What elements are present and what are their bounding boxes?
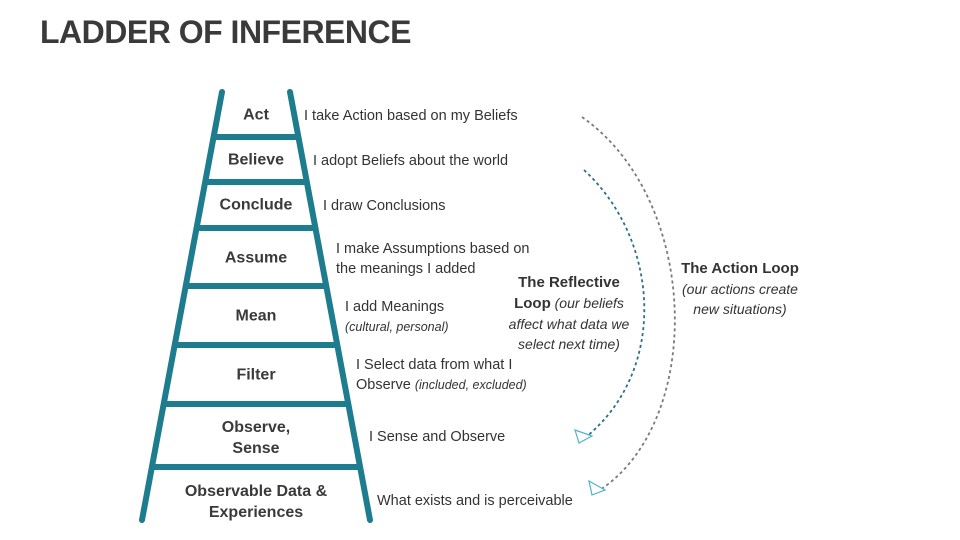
rung-desc-7: I Sense and Observe: [369, 427, 505, 447]
reflective-loop-title: The Reflective: [518, 274, 620, 291]
rung-desc-1: I take Action based on my Beliefs: [304, 106, 518, 126]
action-loop-arrow: [581, 116, 676, 491]
rung-desc-text: I make Assumptions based on the meanings…: [336, 241, 530, 277]
rung-desc-text: I adopt Beliefs about the world: [313, 153, 509, 169]
rung-desc-text: I draw Conclusions: [323, 198, 446, 214]
reflective-loop-arrow: [583, 169, 646, 438]
rung-desc-sub: (cultural, personal): [345, 320, 449, 334]
rung-label-7: Observe, Sense: [221, 419, 291, 457]
action-loop-text: The Action Loop (our actions create new …: [668, 258, 812, 319]
rung-desc-text: I Select data from what I Observe: [356, 357, 513, 393]
rung-label-8: Observable Data & Experiences: [184, 483, 328, 521]
rung-desc-4: I make Assumptions based on the meanings…: [336, 239, 529, 279]
rung-desc-8: What exists and is perceivable: [377, 491, 573, 511]
rung-label-2: Believe: [227, 151, 285, 169]
rung-label-3: Conclude: [219, 196, 293, 214]
rung-desc-sub: (included, excluded): [414, 378, 527, 392]
action-arrowhead-icon: [588, 479, 607, 496]
rung-label-5: Mean: [235, 307, 277, 325]
rung-desc-text: What exists and is perceivable: [377, 493, 573, 509]
reflective-loop-text-rest: affect what data we select next time): [508, 316, 630, 352]
ladder-right-rail: [287, 89, 373, 523]
rung-desc-3: I draw Conclusions: [323, 196, 446, 216]
rung-desc-text: I Sense and Observe: [369, 429, 506, 445]
action-loop-title: The Action Loop: [681, 260, 799, 277]
rung-desc-2: I adopt Beliefs about the world: [313, 151, 508, 171]
rung-label-6: Filter: [236, 366, 276, 384]
rung-label-1: Act: [243, 106, 269, 124]
reflective-loop-title-2: Loop: [514, 295, 551, 312]
reflective-loop-text: The Reflective Loop (our beliefs affect …: [497, 272, 641, 354]
page-title: LADDER OF INFERENCE: [40, 14, 411, 50]
reflective-loop-text-inline: (our beliefs: [554, 295, 624, 311]
action-loop-body: (our actions create new situations): [682, 281, 798, 317]
reflective-arrowhead-icon: [574, 429, 594, 444]
ladder-left-rail: [139, 89, 225, 523]
rung-desc-5: I add Meanings (cultural, personal): [345, 297, 449, 337]
rung-label-4: Assume: [224, 249, 288, 267]
rung-desc-text: I take Action based on my Beliefs: [304, 108, 518, 124]
rung-desc-6: I Select data from what I Observe (inclu…: [356, 355, 527, 395]
rung-desc-text: I add Meanings: [345, 299, 445, 315]
